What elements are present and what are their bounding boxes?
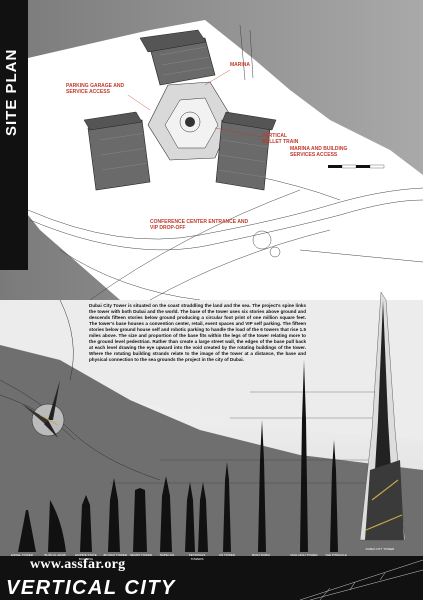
tower-label-petronas: PETRONAS TOWERS xyxy=(188,553,206,561)
tower-label-eiffel: EIFFEL TOWER xyxy=(11,553,33,557)
skyline xyxy=(18,360,338,552)
scale-bar xyxy=(328,164,385,169)
title-sideband xyxy=(0,0,28,270)
tower-label-sears: SEARS TOWER xyxy=(129,553,153,557)
sea-area xyxy=(0,345,423,556)
label-marina: MARINA xyxy=(230,62,250,68)
tower-label-empire-state: EMPIRE STATE BUILDING xyxy=(75,553,97,561)
label-parking-garage: PARKING GARAGE AND SERVICE ACCESS xyxy=(66,83,125,95)
tower-label-cn: CN TOWER xyxy=(218,553,236,557)
dubai-city-tower-elevation xyxy=(359,291,406,541)
west-wing xyxy=(87,119,151,191)
crane-graphic xyxy=(299,559,423,600)
aerial-tower-model xyxy=(22,380,65,438)
label-conference-center: CONFERENCE CENTER ENTRANCE AND VIP DROP-… xyxy=(150,219,249,231)
bottom-band xyxy=(0,556,423,600)
tower-label-mile-high: MILE HIGH TOWER xyxy=(290,553,318,557)
tower-label-jin-mao: JIN MAO TOWER xyxy=(102,553,128,557)
tower-label-pinnacle: THE PINNACLE xyxy=(325,553,347,557)
site-plan-title: SITE PLAN xyxy=(3,48,20,136)
lower-land xyxy=(0,300,423,440)
wing-floor-grid xyxy=(99,46,269,178)
tower-label-dubai-city: DUBAI CITY TOWER xyxy=(365,547,395,551)
tower-label-taipei: TAIPEI 101 xyxy=(159,553,175,557)
label-marina-services: MARINA AND BUILDING SERVICES ACCESS xyxy=(290,146,348,158)
label-bullet-train: VERTICAL BULLET TRAIN xyxy=(262,133,299,145)
tower-label-burj-dubai: BURJ DUBAI xyxy=(252,553,270,557)
project-title: VERTICAL CITY xyxy=(6,577,176,599)
leader-lines xyxy=(127,69,263,138)
watermark-url: www.assfar.org xyxy=(30,557,126,572)
site-roads xyxy=(27,24,423,301)
project-description: Dubai City Tower is situated on the coas… xyxy=(89,303,306,362)
tower-label-burj-al-arab: BURJ AL ARAB xyxy=(44,553,66,557)
east-wing xyxy=(215,119,271,191)
